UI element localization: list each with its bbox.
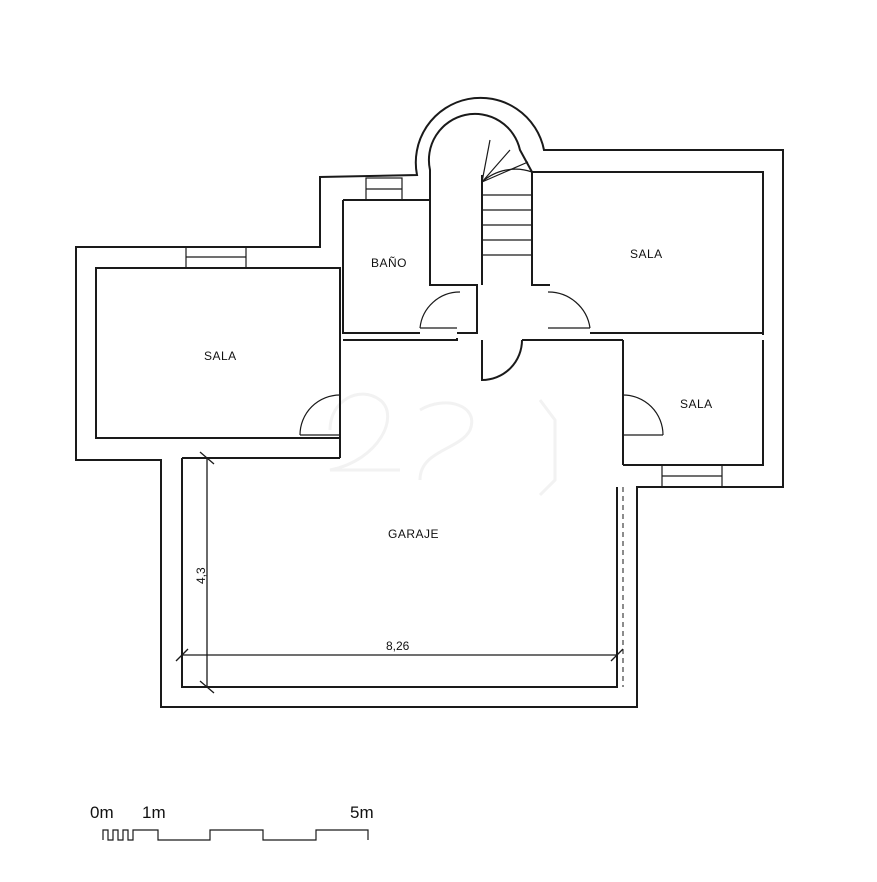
staircase <box>429 139 533 280</box>
outer-walls <box>75 96 784 708</box>
room-label-garaje: GARAJE <box>388 527 439 541</box>
scale-label-5m: 5m <box>350 803 374 822</box>
dimension-width-label: 8,26 <box>386 639 410 653</box>
room-label-sala-mid-right: SALA <box>680 397 713 411</box>
watermark-logo <box>328 392 557 497</box>
room-label-sala-left: SALA <box>204 349 237 363</box>
room-label-sala-top-right: SALA <box>630 247 663 261</box>
dimension-height-label: 4,3 <box>194 567 208 584</box>
scale-bar: 0m 1m 5m <box>90 803 374 841</box>
scale-label-0m: 0m <box>90 803 114 822</box>
doors <box>299 291 664 687</box>
scale-label-1m: 1m <box>142 803 166 822</box>
dimension-lines <box>175 451 624 694</box>
room-label-bano: BAÑO <box>371 256 407 270</box>
windows <box>185 177 723 488</box>
